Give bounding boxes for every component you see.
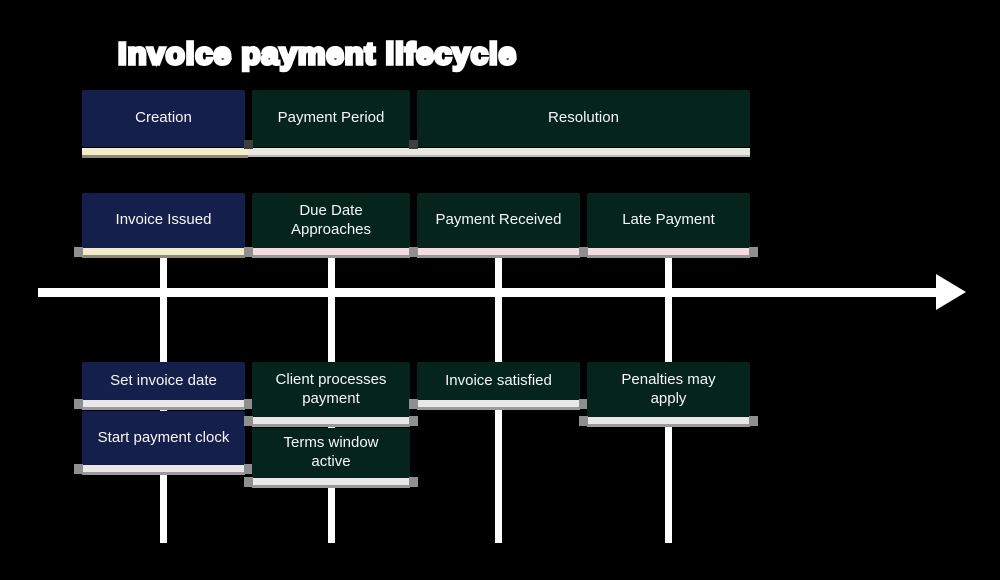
- event-label: Payment Received: [435, 211, 562, 229]
- detail-label: Set invoice date: [110, 371, 217, 389]
- detail-label: Penalties may apply: [621, 370, 716, 407]
- event-strip-4: [579, 247, 758, 258]
- phase-strip-creation: [82, 148, 248, 158]
- event-label: Invoice Issued: [115, 211, 212, 229]
- detail-label: Terms window active: [283, 434, 379, 470]
- timeline-axis: [38, 288, 938, 297]
- detail-client-processes-payment: Client processes payment: [252, 362, 410, 417]
- detail-strip-4a: [579, 416, 758, 427]
- phase-junction-1: [244, 140, 253, 149]
- phase-strip-rest: [248, 148, 750, 157]
- phase-label: Creation: [135, 109, 192, 127]
- detail-penalties-may-apply: Penalties may apply: [587, 362, 750, 417]
- timeline-arrowhead-icon: [936, 274, 966, 310]
- detail-start-payment-clock: Start payment clock: [82, 411, 245, 465]
- detail-set-invoice-date: Set invoice date: [82, 362, 245, 400]
- detail-invoice-satisfied: Invoice satisfied: [417, 362, 580, 400]
- detail-strip-2b: [244, 477, 418, 488]
- event-label: Due Date Approaches: [290, 201, 372, 238]
- diagram-title: Invoice payment lifecycle: [116, 34, 517, 73]
- event-late-payment: Late Payment: [587, 193, 750, 248]
- event-strip-1: [74, 247, 253, 258]
- detail-strip-3a: [409, 399, 588, 410]
- event-invoice-issued: Invoice Issued: [82, 193, 245, 248]
- phase-junction-2: [409, 140, 418, 149]
- detail-strip-2a: [244, 416, 418, 427]
- phase-payment-period: Payment Period: [252, 90, 410, 147]
- phase-resolution: Resolution: [417, 90, 750, 147]
- event-payment-received: Payment Received: [417, 193, 580, 248]
- detail-label: Start payment clock: [97, 428, 230, 446]
- event-strip-2: [244, 247, 418, 258]
- phase-label: Resolution: [548, 109, 619, 127]
- phase-label: Payment Period: [277, 109, 385, 127]
- event-label: Late Payment: [622, 211, 715, 229]
- detail-terms-window-active: Terms window active: [252, 428, 410, 478]
- detail-label: Client processes payment: [275, 370, 387, 407]
- event-strip-3: [409, 247, 588, 258]
- detail-strip-1a: [74, 399, 253, 410]
- detail-label: Invoice satisfied: [445, 371, 552, 389]
- detail-strip-1b: [74, 464, 253, 475]
- event-due-date-approaches: Due Date Approaches: [252, 193, 410, 248]
- phase-creation: Creation: [82, 90, 245, 147]
